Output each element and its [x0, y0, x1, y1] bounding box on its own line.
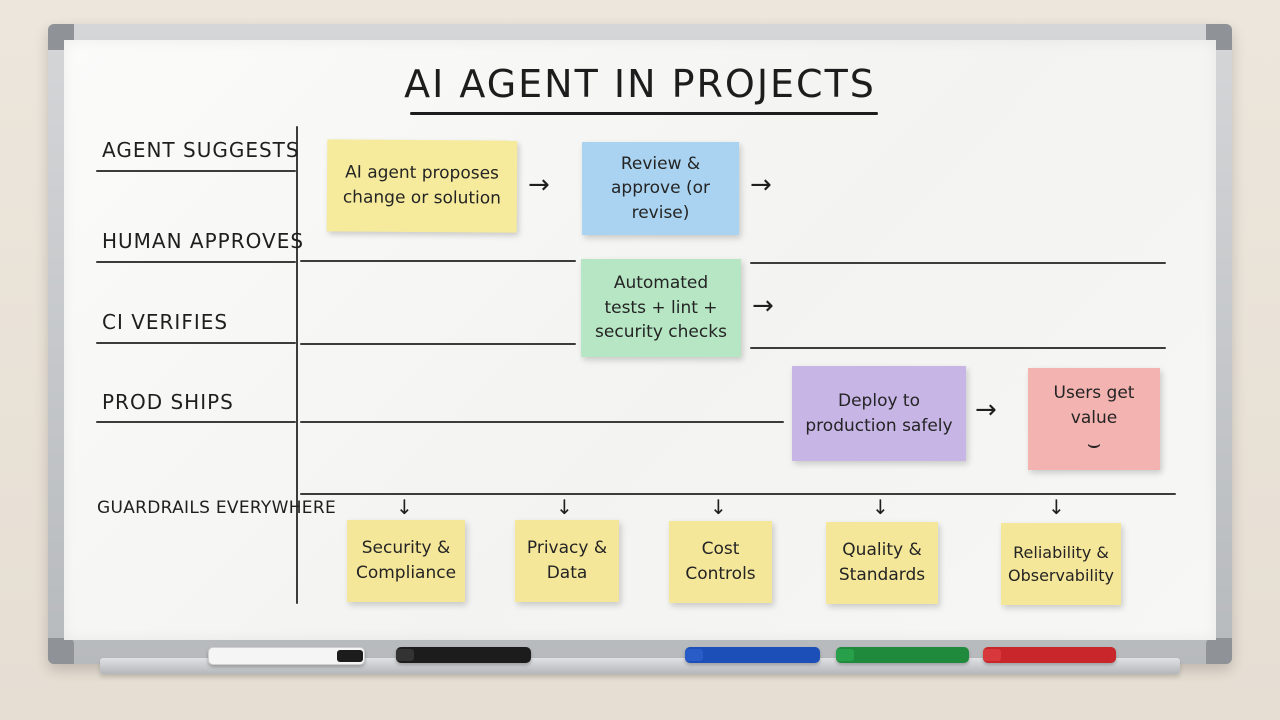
diagram-title: AI AGENT IN PROJECTS — [404, 62, 876, 106]
lane-line — [96, 342, 296, 344]
arrow-down-icon: ↓ — [710, 495, 727, 519]
note-text: Quality & Standards — [838, 540, 926, 585]
note-security-compliance: Security & Compliance — [347, 520, 465, 602]
arrow-down-icon: ↓ — [396, 495, 413, 519]
lane-label-ci-verifies: CI VERIFIES — [102, 310, 229, 334]
lane-line — [750, 262, 1166, 264]
note-text: Security & Compliance — [355, 538, 457, 583]
lane-line — [300, 260, 576, 262]
note-automated-tests: Automated tests + lint + security checks — [581, 259, 741, 357]
note-text: Deploy to production safely — [805, 390, 953, 436]
note-deploy-production: Deploy to production safely — [792, 366, 966, 461]
note-privacy-data: Privacy & Data — [515, 520, 619, 602]
frame-corner — [48, 638, 74, 664]
green-marker[interactable] — [836, 647, 969, 663]
note-text: Reliability & Observability — [1008, 542, 1115, 585]
lane-line — [96, 261, 296, 263]
lane-label-human-approves: HUMAN APPROVES — [102, 229, 305, 253]
note-text: Privacy & Data — [526, 538, 608, 583]
title-underline — [410, 112, 878, 115]
arrow-right-icon: → — [750, 170, 772, 200]
note-agent-proposes: AI agent proposes change or solution — [326, 139, 518, 233]
note-text: Review & approve (or revise) — [611, 153, 710, 223]
note-text: Users get value — [1053, 383, 1135, 428]
arrow-right-icon: → — [975, 395, 997, 425]
lane-divider-vertical — [296, 126, 298, 604]
lane-line — [96, 421, 296, 423]
note-reliability-observability: Reliability & Observability — [1001, 523, 1121, 605]
lane-line — [300, 343, 576, 345]
black-marker[interactable] — [396, 647, 531, 663]
lane-label-prod-ships: PROD SHIPS — [102, 390, 234, 414]
lane-line — [96, 170, 296, 172]
note-text: AI agent proposes change or solution — [342, 162, 502, 209]
note-review-approve: Review & approve (or revise) — [582, 142, 739, 235]
note-quality-standards: Quality & Standards — [826, 522, 938, 604]
lane-label-guardrails: GUARDRAILS EVERYWHERE — [97, 498, 336, 518]
note-text: Automated tests + lint + security checks — [595, 273, 727, 343]
arrow-down-icon: ↓ — [872, 495, 889, 519]
arrow-right-icon: → — [528, 170, 550, 200]
lane-line — [300, 421, 784, 423]
frame-corner — [1206, 638, 1232, 664]
lane-line — [300, 493, 1176, 495]
blue-marker[interactable] — [685, 647, 820, 663]
smiley-icon: ⌣ — [1086, 431, 1102, 457]
lane-label-agent-suggests: AGENT SUGGESTS — [102, 138, 300, 162]
note-text: Cost Controls — [685, 539, 756, 584]
white-marker[interactable] — [208, 647, 365, 665]
arrow-down-icon: ↓ — [556, 495, 573, 519]
note-users-get-value: Users get value ⌣ — [1028, 368, 1160, 470]
arrow-down-icon: ↓ — [1048, 495, 1065, 519]
arrow-right-icon: → — [752, 291, 774, 321]
lane-line — [750, 347, 1166, 349]
red-marker[interactable] — [983, 647, 1116, 663]
note-cost-controls: Cost Controls — [669, 521, 772, 603]
